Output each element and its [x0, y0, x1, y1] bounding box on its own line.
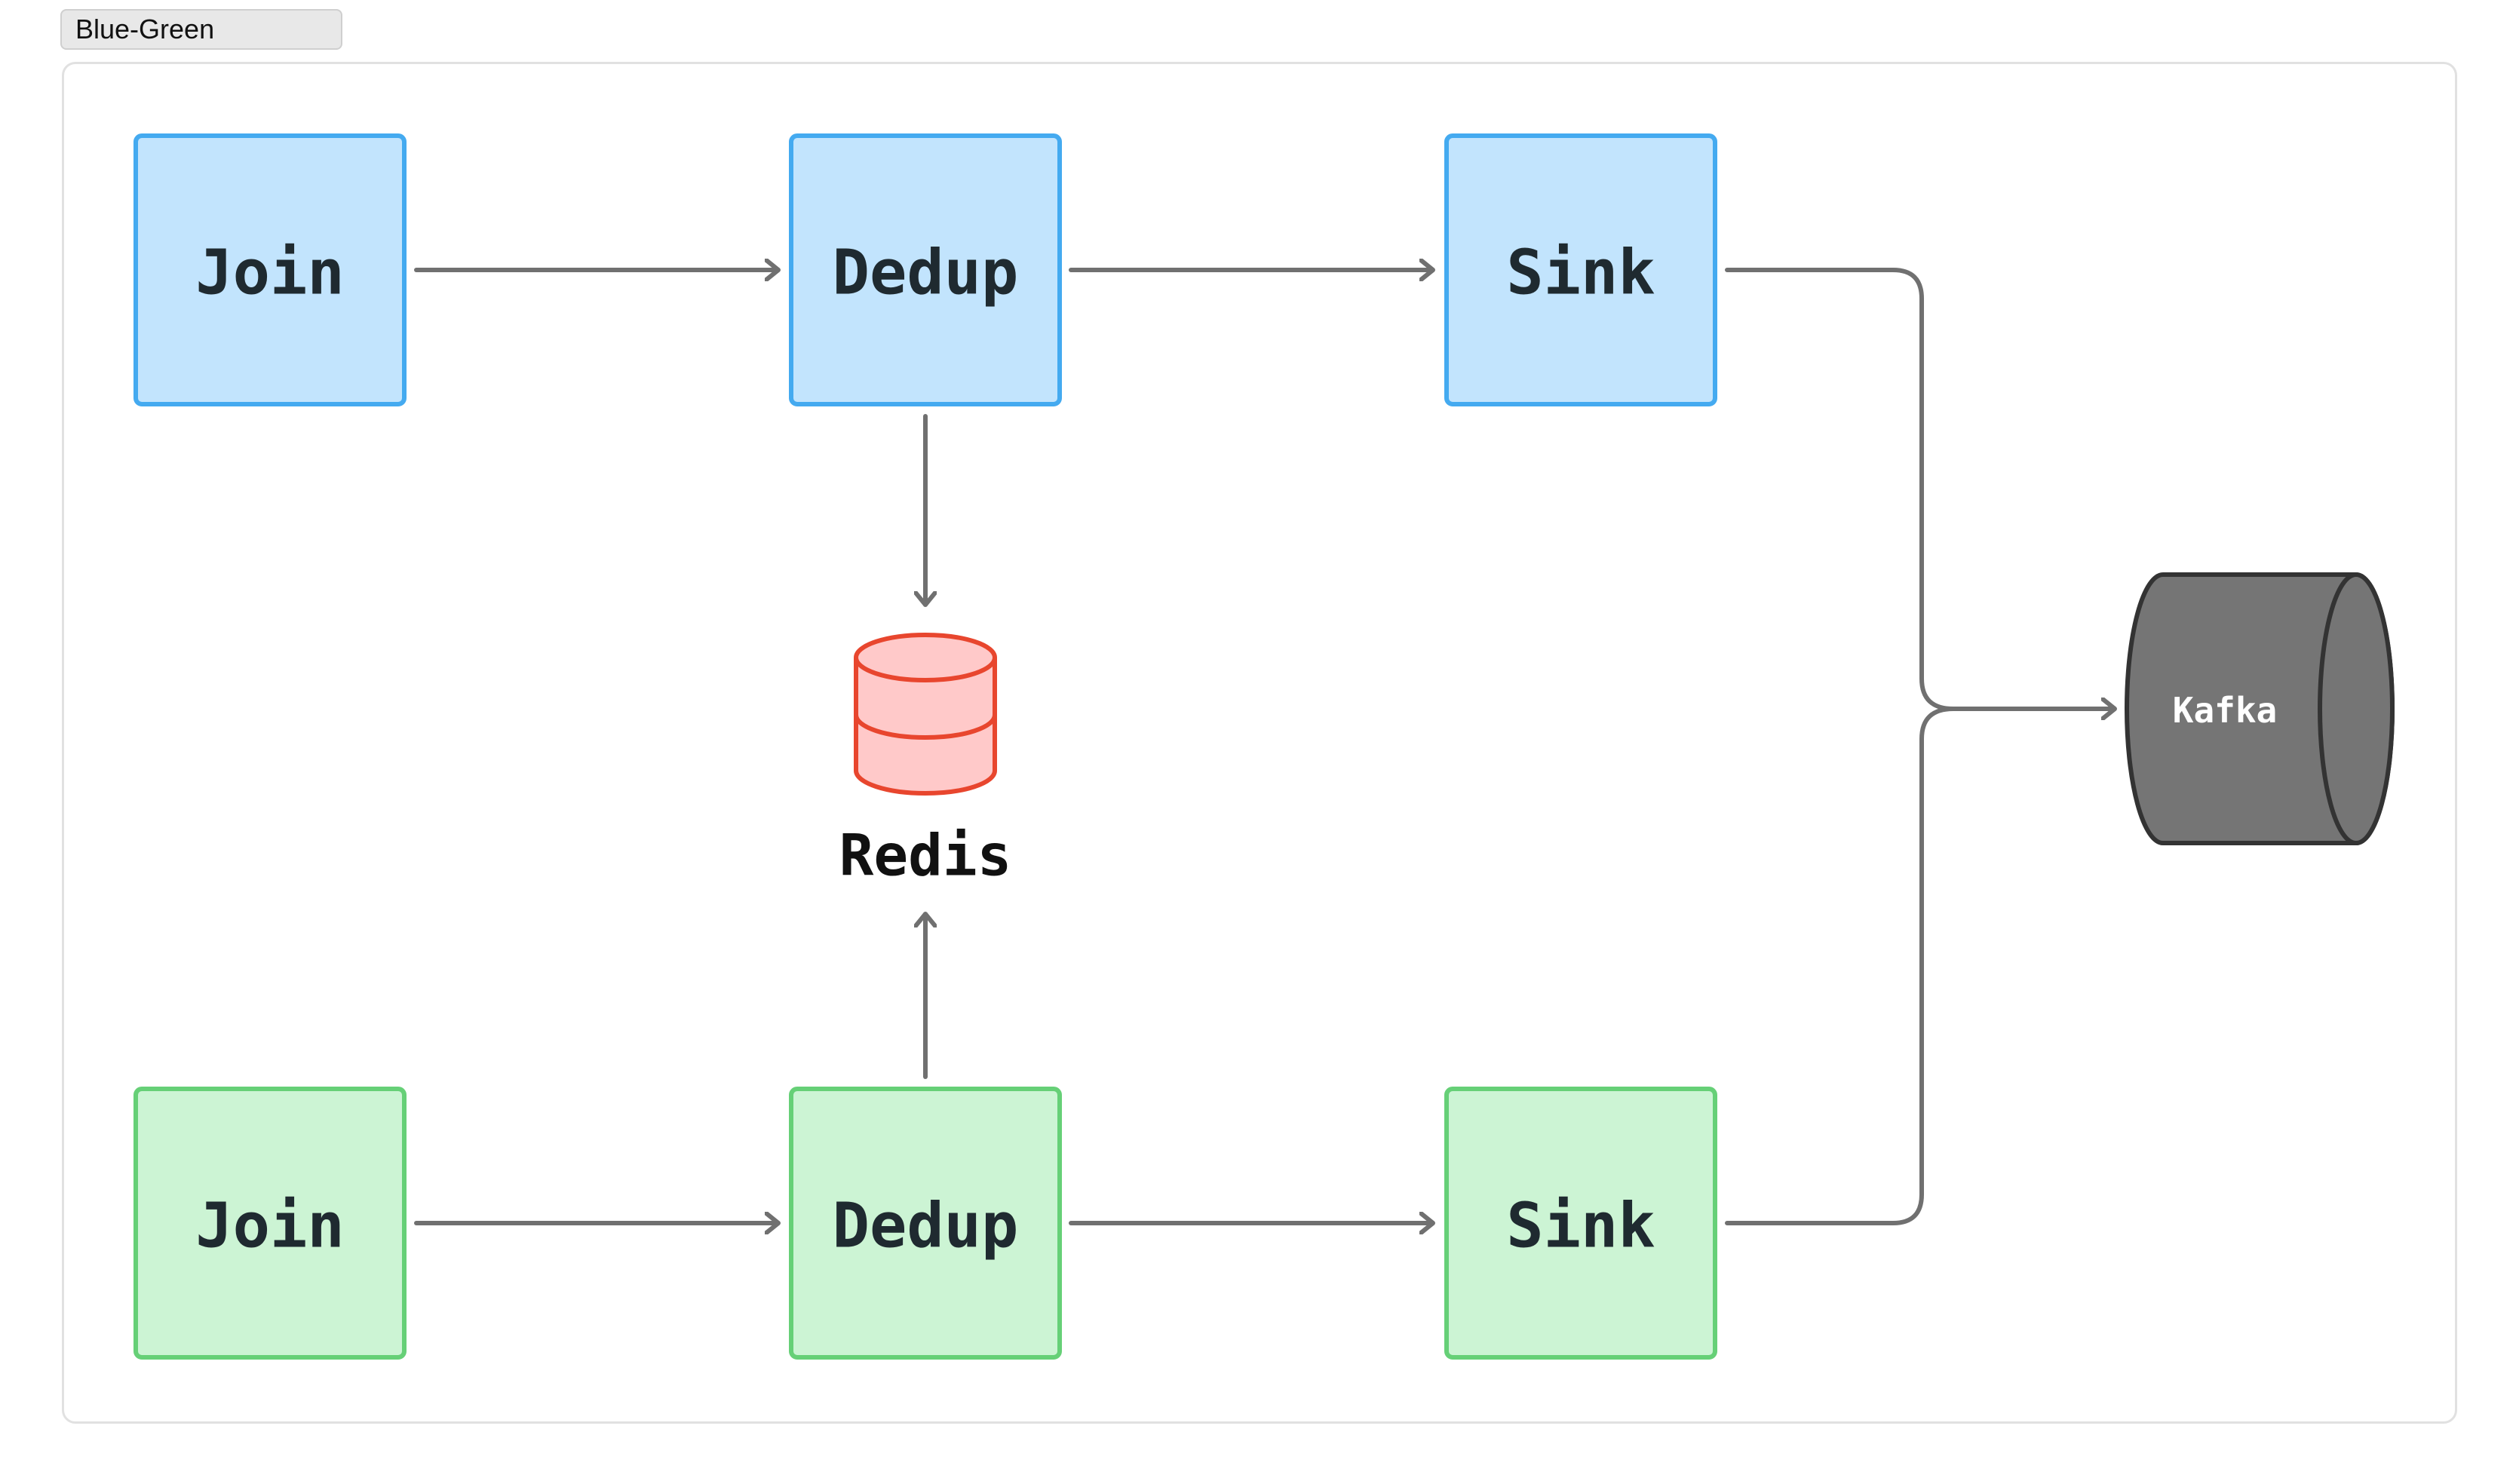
database-icon: [854, 633, 997, 796]
node-blue-sink[interactable]: Sink: [1444, 133, 1717, 406]
node-green-join[interactable]: Join: [133, 1087, 407, 1360]
node-kafka[interactable]: Kafka: [2125, 572, 2395, 845]
node-redis[interactable]: Redis: [839, 633, 1012, 889]
node-label: Join: [195, 1191, 344, 1262]
edge-blue-sink-to-kafka[interactable]: [1725, 268, 2117, 709]
node-green-sink[interactable]: Sink: [1444, 1087, 1717, 1360]
diagram-canvas: [62, 62, 2457, 1424]
node-label: Dedup: [833, 238, 1019, 309]
tab-blue-green[interactable]: Blue-Green: [60, 9, 342, 50]
node-label: Sink: [1506, 1191, 1655, 1262]
node-label: Join: [195, 238, 344, 309]
node-blue-dedup[interactable]: Dedup: [789, 133, 1062, 406]
edge-green-sink-to-kafka[interactable]: [1725, 707, 1956, 1225]
node-label: Kafka: [2173, 690, 2277, 731]
node-label: Sink: [1506, 238, 1655, 309]
node-label: Dedup: [833, 1191, 1019, 1262]
node-green-dedup[interactable]: Dedup: [789, 1087, 1062, 1360]
node-blue-join[interactable]: Join: [133, 133, 407, 406]
node-label: Redis: [839, 822, 1012, 889]
